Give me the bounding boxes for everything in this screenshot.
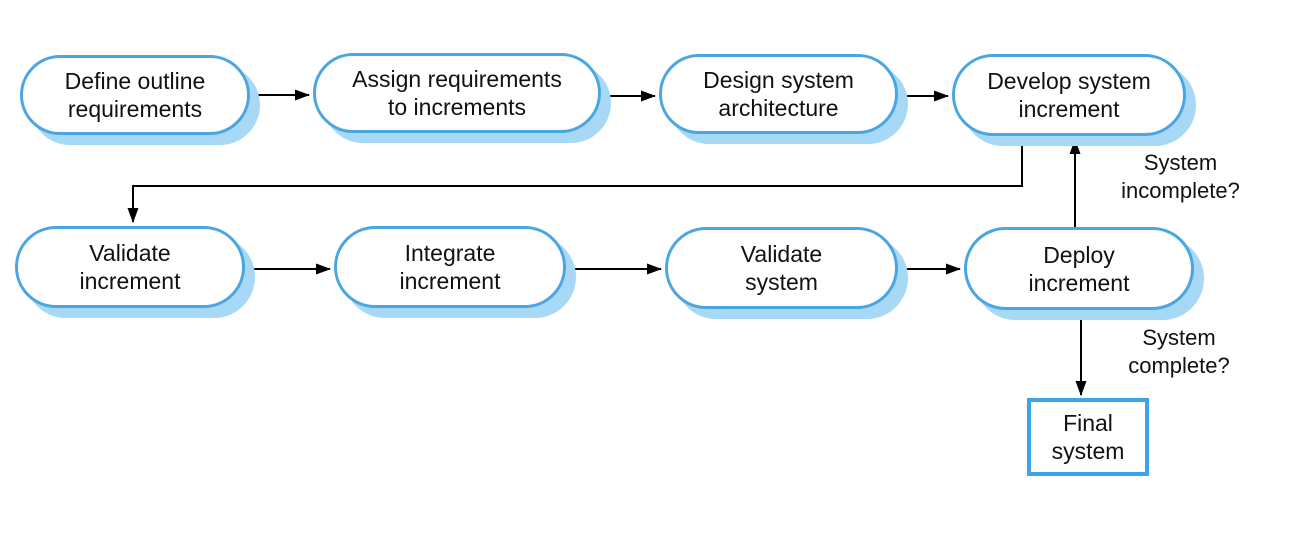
- edge-label-line: System: [1143, 150, 1218, 175]
- node-label-line: Validate: [89, 240, 171, 266]
- node-label-line: requirements: [67, 96, 203, 122]
- node-label-line: increment: [1028, 269, 1130, 296]
- node-develop-system-increment: Develop system increment: [952, 54, 1186, 136]
- node-label-line: Assign requirements: [352, 66, 562, 92]
- node-define-outline-requirements: Define outline requirements: [20, 55, 250, 135]
- edge-label-line: System: [1142, 325, 1216, 350]
- node-assign-requirements: Assign requirements to increments: [313, 53, 601, 133]
- node-design-system-architecture: Design system architecture: [659, 54, 898, 134]
- node-label-line: system: [1051, 438, 1125, 464]
- node-final-system: Final system: [1027, 398, 1149, 476]
- edge-label-line: complete?: [1128, 353, 1230, 378]
- edge-label-system-incomplete: System incomplete?: [1098, 149, 1263, 205]
- node-label-line: increment: [79, 268, 181, 294]
- node-label-line: increment: [1018, 96, 1120, 122]
- node-validate-system: Validate system: [665, 227, 898, 309]
- node-deploy-increment: Deploy increment: [964, 227, 1194, 310]
- node-label-line: increment: [399, 268, 501, 294]
- edge-label-system-complete: System complete?: [1098, 324, 1260, 380]
- node-label-line: Validate: [740, 241, 823, 267]
- node-label-line: Develop system: [987, 68, 1151, 94]
- node-label-line: Deploy: [1043, 241, 1115, 268]
- arrow-develop-to-validate-increment: [127, 137, 1023, 223]
- node-label-line: Final: [1063, 410, 1113, 436]
- node-label-line: system: [745, 269, 818, 295]
- node-label-line: to increments: [387, 94, 527, 120]
- edge-label-line: incomplete?: [1121, 178, 1240, 203]
- node-integrate-increment: Integrate increment: [334, 226, 566, 308]
- node-validate-increment: Validate increment: [15, 226, 245, 308]
- node-label-line: architecture: [718, 95, 839, 121]
- node-label-line: Design system: [703, 67, 854, 93]
- node-label-line: Integrate: [404, 240, 496, 266]
- node-label-line: Define outline: [64, 68, 206, 94]
